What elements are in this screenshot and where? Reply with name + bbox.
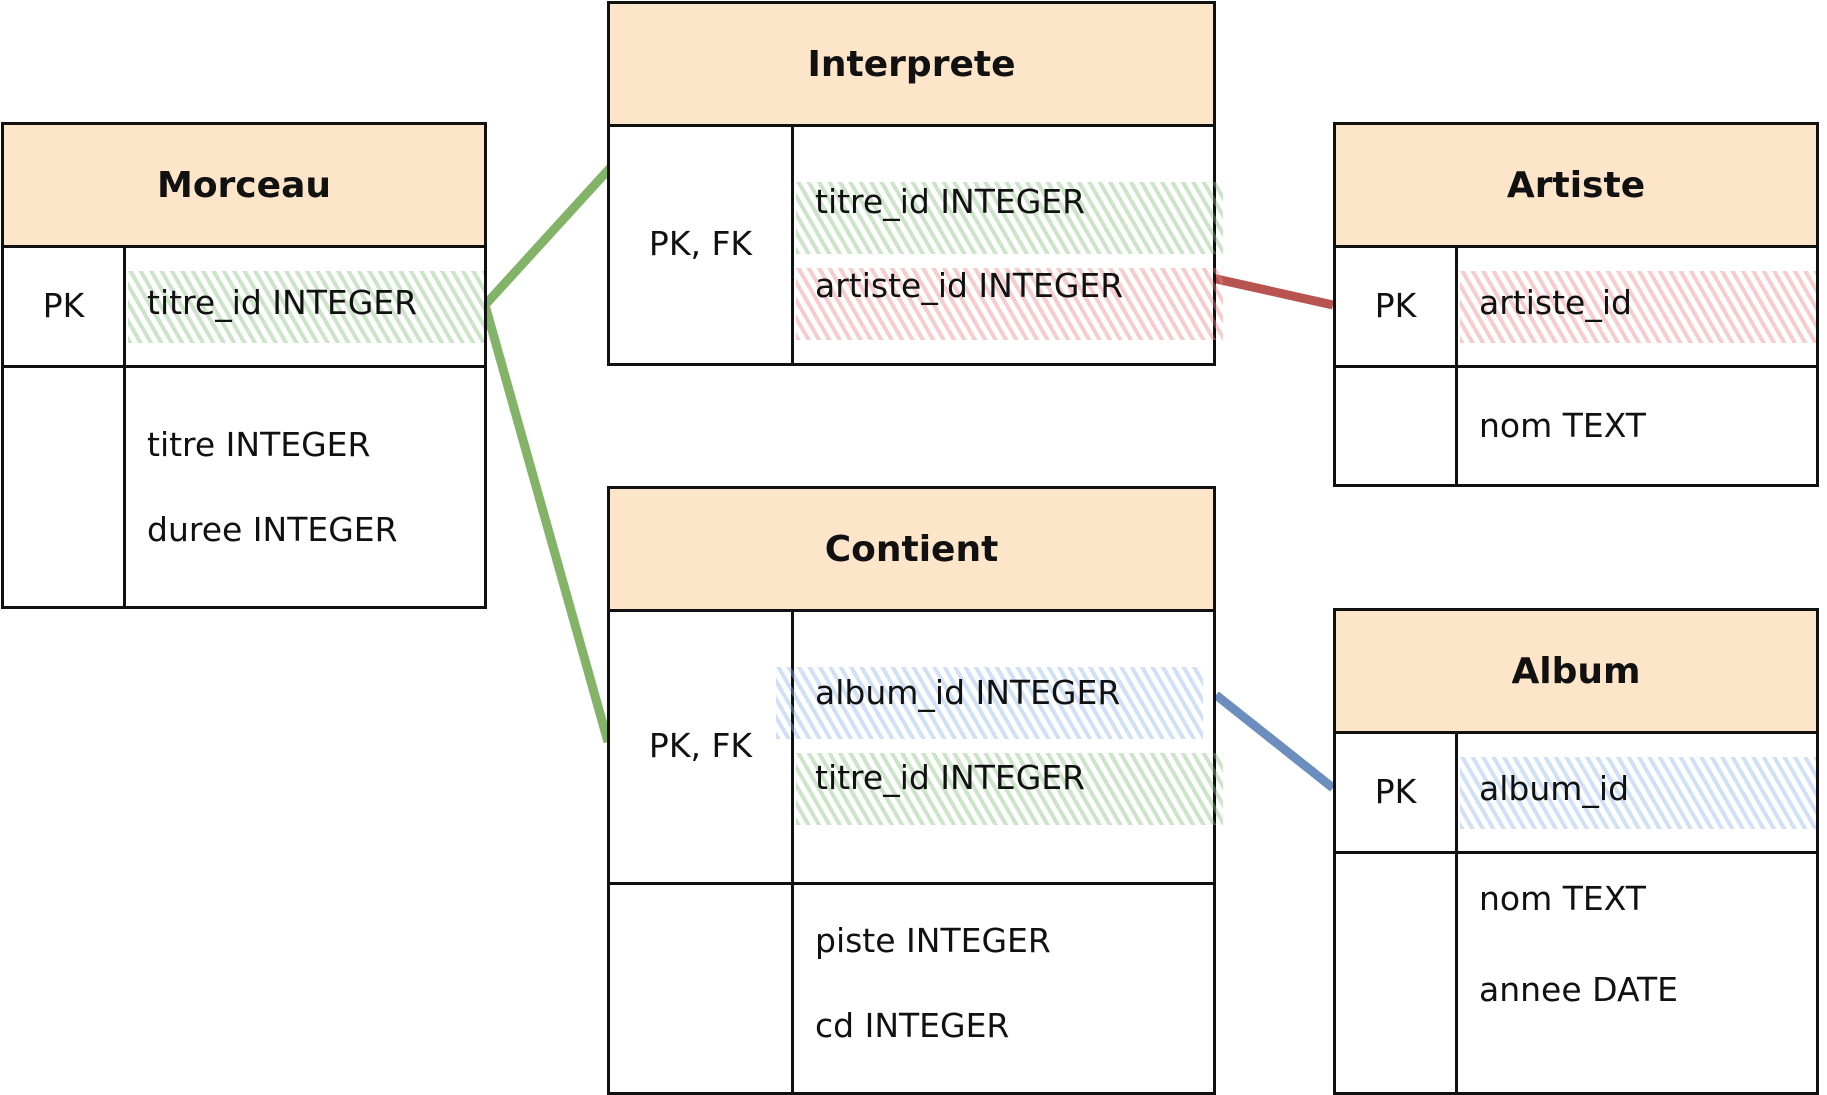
table-contient: Contient PK, FK album_id INTEGER titre_i… (607, 486, 1223, 1095)
table-title: Artiste (1336, 125, 1816, 248)
key-highlight (1460, 271, 1816, 343)
pk-section: PK, FK album_id INTEGER titre_id INTEGER (610, 609, 1223, 885)
key-column (4, 368, 126, 606)
pk-section: PK titre_id INTEGER (4, 245, 484, 368)
pk-label: PK (1336, 731, 1458, 851)
pk-section: PK artiste_id (1336, 245, 1816, 368)
table-interprete: Interprete PK, FK titre_id INTEGER artis… (607, 1, 1223, 366)
pk-field: titre_id INTEGER (815, 758, 1086, 797)
pk-label: PK (1336, 245, 1458, 365)
table-album: Album PK album_id nom TEXT annee DATE (1333, 608, 1819, 1095)
field: annee DATE (1479, 970, 1678, 1009)
table-title: Interprete (610, 4, 1213, 127)
pk-label: PK (4, 245, 126, 365)
key-highlight (1460, 757, 1816, 829)
key-highlight (796, 182, 1223, 254)
field: cd INTEGER (815, 1006, 1010, 1045)
fields-section: nom TEXT (1336, 368, 1816, 484)
key-column (1336, 854, 1458, 1092)
pk-field: titre_id INTEGER (147, 283, 418, 322)
table-artiste: Artiste PK artiste_id nom TEXT (1333, 122, 1819, 487)
table-title: Album (1336, 611, 1816, 734)
pk-field: album_id (1479, 769, 1630, 808)
pk-field: artiste_id INTEGER (815, 266, 1124, 305)
fields-section: piste INTEGER cd INTEGER (610, 885, 1213, 1092)
pk-field: artiste_id (1479, 283, 1632, 322)
field: piste INTEGER (815, 921, 1051, 960)
key-highlight (776, 667, 1203, 739)
pk-label: PK, FK (610, 124, 794, 363)
field: titre INTEGER (147, 425, 371, 464)
fields-section: nom TEXT annee DATE (1336, 854, 1816, 1092)
pk-section: PK, FK titre_id INTEGER artiste_id INTEG… (610, 124, 1223, 363)
table-title: Contient (610, 489, 1213, 612)
key-column (610, 885, 794, 1092)
table-title: Morceau (4, 125, 484, 248)
pk-field: titre_id INTEGER (815, 182, 1086, 221)
fields-section: titre INTEGER duree INTEGER (4, 368, 484, 606)
pk-field: album_id INTEGER (815, 673, 1121, 712)
link-morceau-interprete (481, 164, 614, 309)
key-highlight (796, 753, 1223, 825)
key-highlight (796, 268, 1223, 340)
table-morceau: Morceau PK titre_id INTEGER titre INTEGE… (1, 122, 487, 609)
key-highlight (128, 271, 484, 343)
link-contient-album (1213, 691, 1336, 792)
pk-label: PK, FK (610, 609, 794, 882)
field: nom TEXT (1479, 879, 1646, 918)
link-interprete-artiste (1211, 273, 1334, 310)
link-morceau-contient (480, 303, 613, 744)
key-column (1336, 368, 1458, 484)
field: nom TEXT (1479, 406, 1646, 445)
field: duree INTEGER (147, 510, 398, 549)
pk-section: PK album_id (1336, 731, 1816, 854)
